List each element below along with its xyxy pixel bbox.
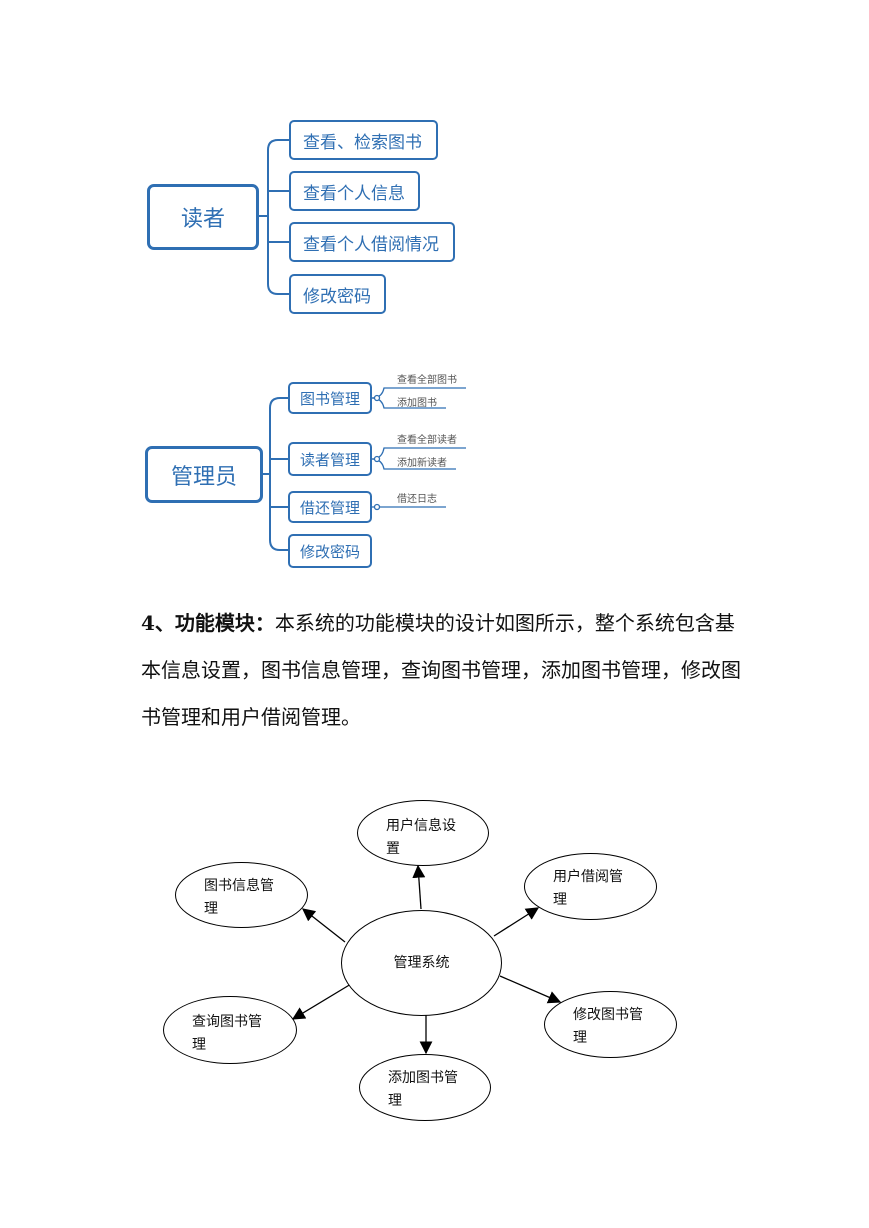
- diagram-node-add-book: 添加图书管理: [359, 1054, 491, 1121]
- diagram-center-label: 管理系统: [393, 954, 450, 971]
- admin-leaf-branches: [371, 387, 466, 511]
- admin-leaf-add-book: 添加图书: [397, 398, 437, 409]
- diagram-node-modify-book-label: 修改图书管理: [573, 1007, 643, 1046]
- reader-node-view-borrow-status: 查看个人借阅情况: [289, 222, 455, 262]
- admin-leaf-borrow-log: 借还日志: [397, 494, 437, 505]
- function-module-paragraph: 4、功能模块：本系统的功能模块的设计如图所示，整个系统包含基本信息设置，图书信息…: [141, 600, 741, 741]
- diagram-center-node: 管理系统: [341, 910, 502, 1016]
- reader-node-view-personal-info: 查看个人信息: [289, 171, 420, 211]
- reader-root-node: 读者: [147, 184, 259, 250]
- reader-branches: [258, 139, 289, 295]
- admin-node-change-password: 修改密码: [288, 534, 372, 568]
- diagram-node-user-borrow-label: 用户借阅管理: [553, 869, 623, 908]
- paragraph-body: 本系统的功能模块的设计如图所示，整个系统包含基本信息设置，图书信息管理，查询图书…: [141, 611, 741, 729]
- admin-leaf-view-all-books: 查看全部图书: [397, 375, 457, 386]
- reader-node-view-search-books: 查看、检索图书: [289, 120, 438, 160]
- admin-leaf-add-new-reader: 添加新读者: [397, 458, 447, 469]
- reader-node-change-password: 修改密码: [289, 274, 386, 314]
- admin-branches: [262, 397, 288, 551]
- diagram-arrows: [291, 864, 562, 1055]
- diagram-node-query-book-label: 查询图书管理: [192, 1014, 262, 1053]
- diagram-node-book-info: 图书信息管理: [175, 862, 308, 928]
- diagram-node-query-book: 查询图书管理: [163, 996, 297, 1064]
- diagram-node-user-borrow: 用户借阅管理: [524, 853, 657, 920]
- admin-node-borrow-management: 借还管理: [288, 491, 372, 523]
- admin-node-reader-management: 读者管理: [288, 442, 372, 476]
- paragraph-heading: 4、功能模块：: [141, 611, 275, 635]
- diagram-node-add-book-label: 添加图书管理: [388, 1070, 458, 1109]
- diagram-node-book-info-label: 图书信息管理: [204, 878, 274, 917]
- diagram-node-user-info-label: 用户信息设置: [386, 818, 456, 857]
- diagram-node-modify-book: 修改图书管理: [544, 991, 677, 1058]
- admin-leaf-view-all-readers: 查看全部读者: [397, 435, 457, 446]
- admin-node-book-management: 图书管理: [288, 382, 372, 414]
- diagram-node-user-info: 用户信息设置: [357, 800, 489, 866]
- admin-root-node: 管理员: [145, 446, 263, 503]
